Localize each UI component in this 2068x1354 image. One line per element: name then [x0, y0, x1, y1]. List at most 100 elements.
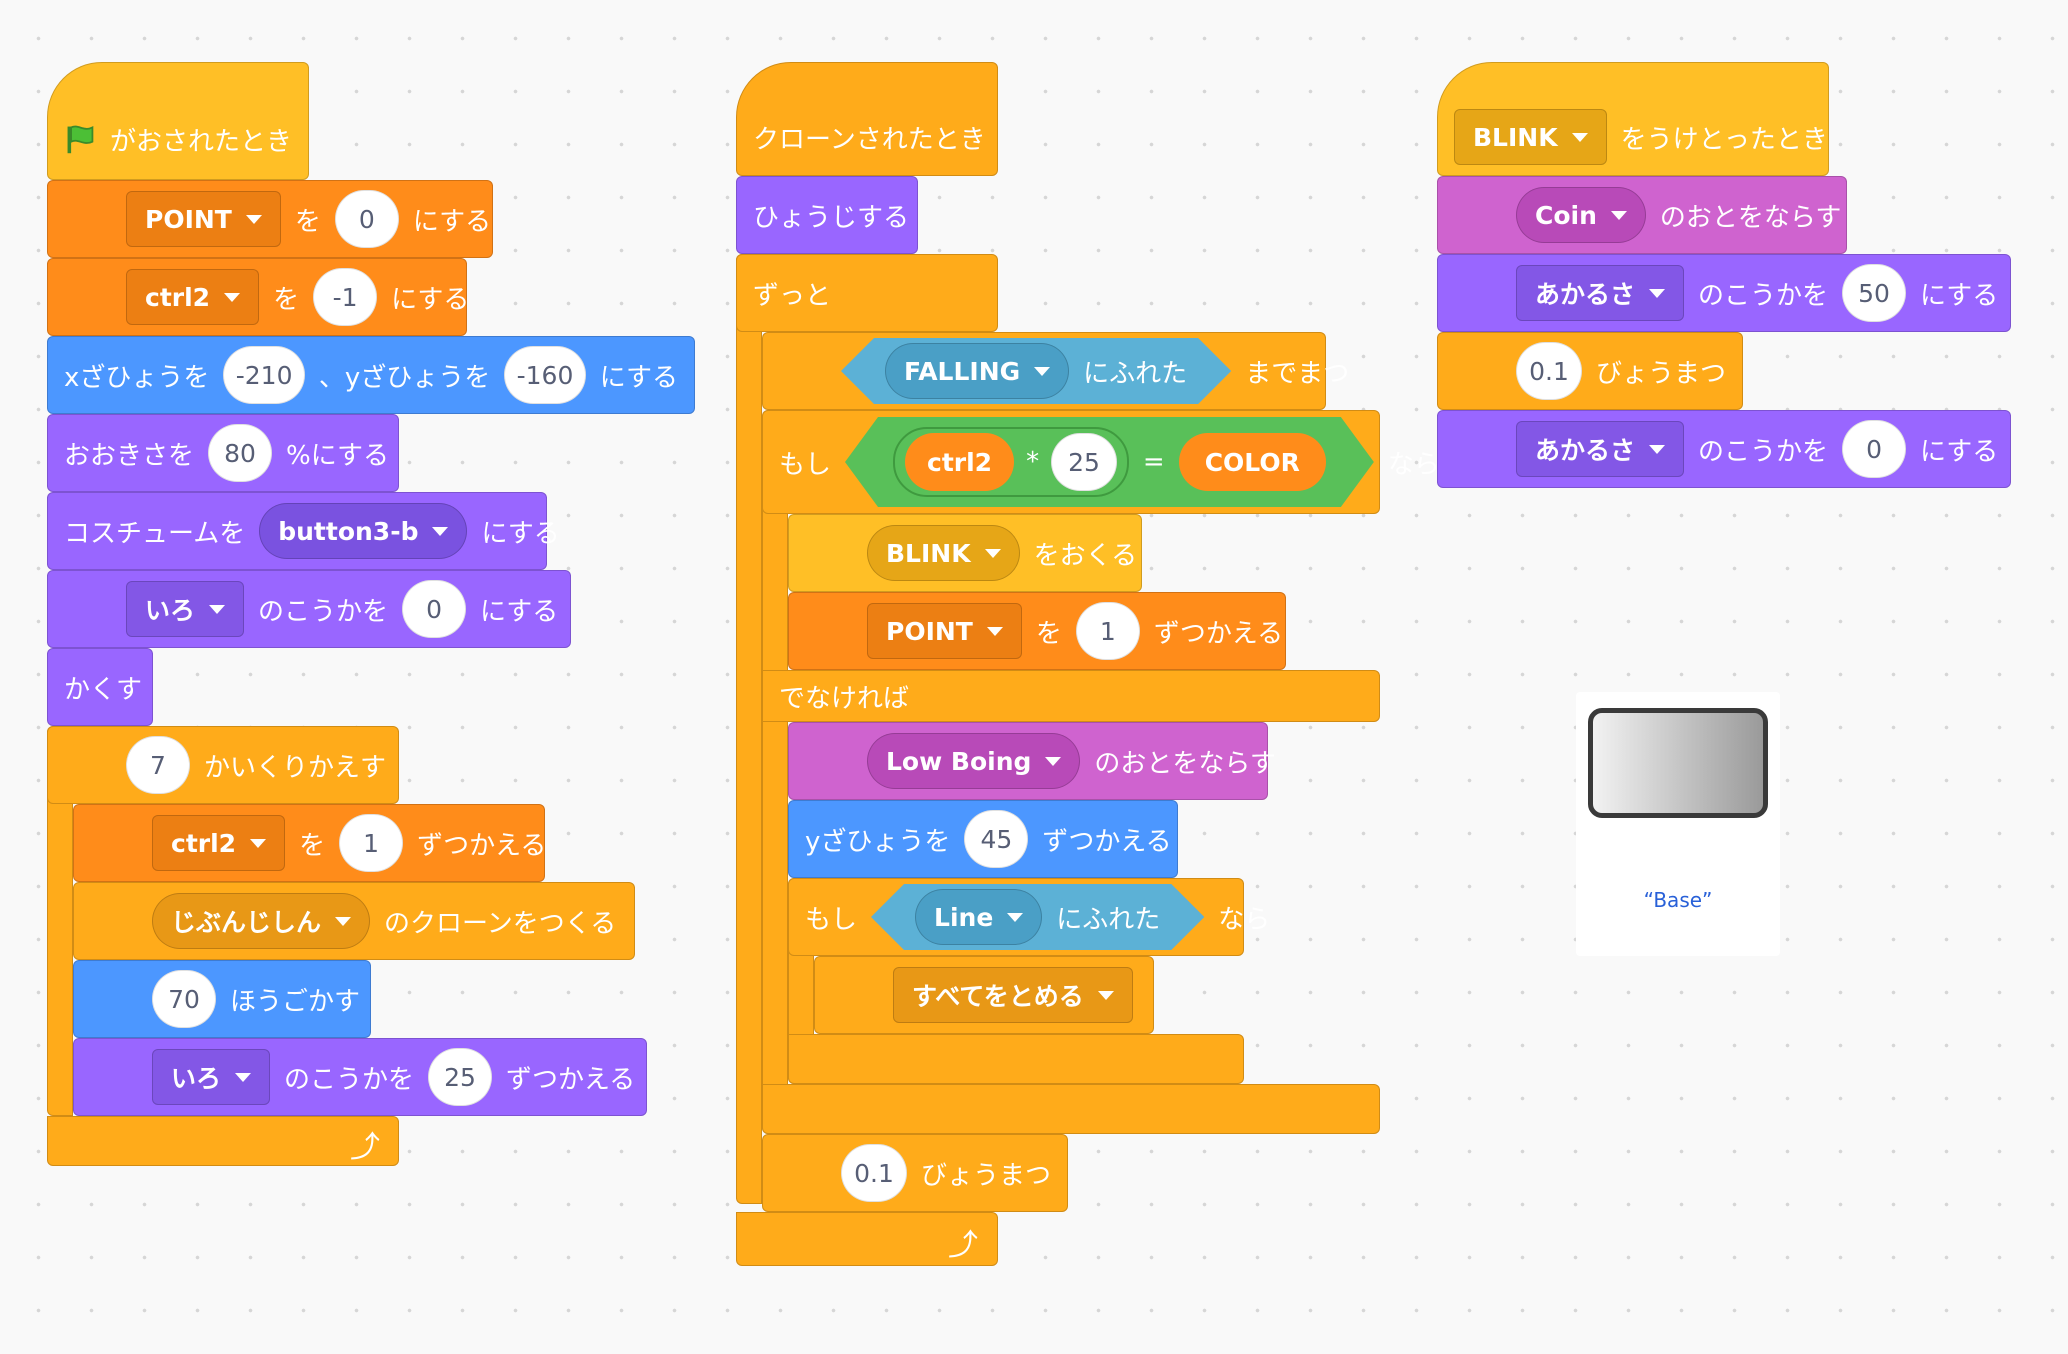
multiplier-input[interactable]: 25 [1051, 433, 1117, 491]
stop-option-dropdown[interactable]: すべてをとめる [893, 967, 1133, 1023]
block-label: ひょうじする [753, 202, 910, 233]
block-label: のクローンをつくる [384, 908, 617, 939]
block-label: にする [599, 362, 678, 393]
dropdown-triangle-icon [1097, 990, 1114, 1000]
value-input[interactable]: 25 [428, 1048, 493, 1106]
costume-dropdown[interactable]: button3-b [259, 503, 468, 559]
block-label: を [273, 284, 300, 315]
change-ctrl2-block[interactable]: ctrl2 を 1 ずつかえる [73, 804, 546, 882]
size-input[interactable]: 80 [208, 424, 273, 482]
seconds-input[interactable]: 0.1 [1516, 342, 1582, 400]
dropdown-triangle-icon [209, 604, 226, 614]
degrees-input[interactable]: 70 [152, 970, 216, 1028]
turn-block[interactable]: 70 ほうごかす [73, 960, 371, 1038]
set-brightness-block[interactable]: あかるさ のこうかを 0 にする [1437, 410, 2011, 488]
ctrl2-variable-reporter[interactable]: ctrl2 [905, 433, 1014, 491]
effect-dropdown[interactable]: いろ [152, 1049, 271, 1105]
block-label: をおくる [1033, 540, 1138, 571]
operator-label: * [1026, 447, 1040, 477]
block-label: までまつ [1245, 358, 1350, 389]
if-else-block-bottom [762, 1084, 1380, 1134]
y-change-input[interactable]: 45 [964, 810, 1029, 868]
broadcast-block[interactable]: BLINK をおくる [788, 514, 1142, 592]
if-block[interactable]: もし Line にふれた なら [788, 878, 1270, 956]
dropdown-triangle-icon [984, 548, 1001, 558]
dropdown-triangle-icon [245, 214, 262, 224]
sound-dropdown[interactable]: Coin [1516, 187, 1646, 243]
block-label: xざひょうを [64, 362, 210, 393]
value-input[interactable]: 1 [339, 814, 404, 872]
multiply-reporter[interactable]: ctrl2 * 25 [893, 427, 1129, 497]
forever-block-arm [736, 254, 762, 1204]
play-sound-block[interactable]: Coin のおとをならす [1437, 176, 1847, 254]
block-label: ずつかえる [1153, 618, 1284, 649]
equals-condition[interactable]: ctrl2 * 25 = COLOR [845, 417, 1374, 507]
loop-arrow-icon: ⤴ [948, 1228, 978, 1263]
when-clone-start-hat[interactable]: クローンされたとき [736, 62, 998, 176]
effect-dropdown[interactable]: あかるさ [1516, 265, 1685, 321]
dropdown-triangle-icon [1571, 132, 1588, 142]
variable-dropdown[interactable]: ctrl2 [152, 815, 286, 871]
forever-block[interactable]: ずっと [736, 254, 998, 332]
color-variable-reporter[interactable]: COLOR [1179, 433, 1326, 491]
repeat-count-input[interactable]: 7 [126, 736, 190, 794]
block-label: ずっと [753, 280, 832, 311]
message-dropdown[interactable]: BLINK [867, 525, 1020, 581]
set-ctrl2-block[interactable]: ctrl2 を -1 にする [47, 258, 469, 336]
switch-costume-block[interactable]: コスチュームを button3-b にする [47, 492, 560, 570]
condition-label: にふれた [1056, 904, 1161, 935]
value-input[interactable]: 0 [1842, 420, 1907, 478]
go-to-xy-block[interactable]: xざひょうを -210 、yざひょうを -160 にする [47, 336, 695, 414]
play-sound-block[interactable]: Low Boing のおとをならす [788, 722, 1276, 800]
seconds-input[interactable]: 0.1 [841, 1144, 907, 1202]
if-block-bottom [788, 1034, 1244, 1084]
stop-block[interactable]: すべてをとめる [814, 956, 1154, 1034]
block-label: びょうまつ [1595, 358, 1726, 389]
when-i-receive-hat[interactable]: BLINK をうけとったとき [1437, 62, 1829, 176]
touching-condition[interactable]: FALLING にふれた [841, 338, 1231, 404]
block-label: もし [805, 904, 858, 935]
set-point-block[interactable]: POINT を 0 にする [47, 180, 493, 258]
value-input[interactable]: 0 [334, 190, 399, 248]
change-effect-block[interactable]: いろ のこうかを 25 ずつかえる [73, 1038, 647, 1116]
sound-dropdown[interactable]: Low Boing [867, 733, 1081, 789]
change-y-block[interactable]: yざひょうを 45 ずつかえる [788, 800, 1178, 878]
repeat-block[interactable]: 7 かいくりかえす [47, 726, 399, 804]
x-input[interactable]: -210 [223, 346, 305, 404]
repeat-block-bottom [47, 1116, 399, 1166]
block-label: かくす [64, 674, 143, 705]
clone-target-dropdown[interactable]: じぶんじしん [152, 893, 371, 949]
set-brightness-block[interactable]: あかるさ のこうかを 50 にする [1437, 254, 2011, 332]
set-size-block[interactable]: おおきさを 80 %にする [47, 414, 399, 492]
touching-target-dropdown[interactable]: Line [915, 889, 1042, 945]
when-flag-clicked-hat[interactable]: がおされたとき [47, 62, 309, 180]
variable-dropdown[interactable]: POINT [126, 191, 281, 247]
block-label: にする [1920, 436, 1999, 467]
message-dropdown[interactable]: BLINK [1454, 109, 1607, 165]
wait-seconds-block[interactable]: 0.1 びょうまつ [1437, 332, 1743, 410]
dropdown-triangle-icon [1007, 913, 1023, 922]
costume-preview[interactable]: “Base” [1576, 692, 1780, 956]
effect-dropdown[interactable]: あかるさ [1516, 421, 1685, 477]
value-input[interactable]: 50 [1842, 264, 1907, 322]
touching-condition[interactable]: Line にふれた [871, 884, 1204, 950]
wait-until-block[interactable]: FALLING にふれた までまつ [762, 332, 1349, 410]
y-input[interactable]: -160 [504, 346, 586, 404]
show-block[interactable]: ひょうじする [736, 176, 918, 254]
hide-block[interactable]: かくす [47, 648, 153, 726]
change-point-block[interactable]: POINT を 1 ずつかえる [788, 592, 1286, 670]
if-else-block[interactable]: もし ctrl2 * 25 = COLOR なら [762, 410, 1440, 514]
value-input[interactable]: -1 [313, 268, 378, 326]
variable-dropdown[interactable]: POINT [867, 603, 1022, 659]
dropdown-triangle-icon [432, 526, 449, 536]
touching-target-dropdown[interactable]: FALLING [885, 343, 1069, 399]
block-label: のこうかを [1698, 436, 1829, 467]
variable-dropdown[interactable]: ctrl2 [126, 269, 260, 325]
block-label: を [294, 206, 321, 237]
set-effect-block[interactable]: いろ のこうかを 0 にする [47, 570, 571, 648]
value-input[interactable]: 0 [402, 580, 467, 638]
value-input[interactable]: 1 [1075, 602, 1140, 660]
wait-seconds-block[interactable]: 0.1 びょうまつ [762, 1134, 1068, 1212]
effect-dropdown[interactable]: いろ [126, 581, 245, 637]
create-clone-block[interactable]: じぶんじしん のクローンをつくる [73, 882, 635, 960]
